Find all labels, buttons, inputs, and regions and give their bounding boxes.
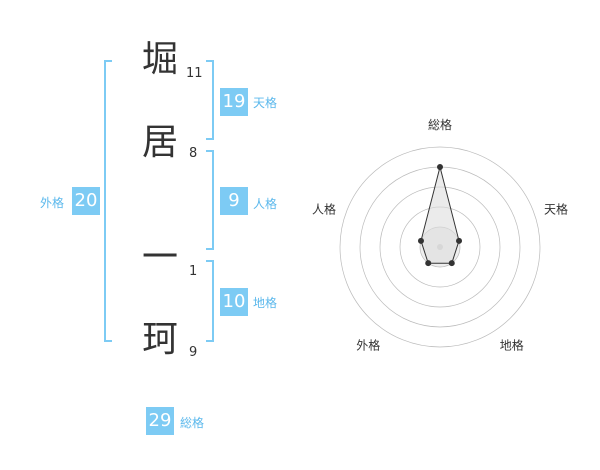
stroke-count-3: 1 — [189, 264, 198, 279]
chikaku-bracket — [206, 260, 214, 342]
radar-axis-label: 総格 — [428, 117, 452, 132]
radar-polygon — [420, 166, 460, 264]
jinkaku-label: 人格 — [253, 197, 278, 211]
radar-ring-5 — [339, 146, 541, 348]
gaikaku-bracket — [104, 60, 112, 342]
stroke-count-2: 8 — [189, 146, 198, 161]
jinkaku-value: 9 — [220, 187, 248, 215]
name-char-2: 居 — [141, 122, 178, 163]
radar-point — [448, 260, 455, 267]
name-char-1: 堀 — [141, 39, 178, 80]
soukaku-value: 29 — [146, 407, 174, 435]
radar-axis-label: 外格 — [356, 338, 380, 353]
stroke-count-1: 11 — [186, 66, 203, 81]
chikaku-value: 10 — [220, 288, 248, 316]
gaikaku-label: 外格 — [40, 196, 65, 210]
tenkaku-value: 19 — [220, 88, 248, 116]
radar-axis-label: 人格 — [312, 201, 336, 216]
name-char-4: 珂 — [141, 319, 178, 360]
stroke-count-4: 9 — [189, 345, 198, 360]
tenkaku-bracket — [206, 60, 214, 140]
name-char-3: 一 — [141, 237, 178, 278]
radar-point — [437, 164, 443, 170]
radar-point — [417, 237, 424, 244]
jinkaku-bracket — [206, 150, 214, 250]
radar-point — [425, 260, 432, 267]
radar-axis-label: 地格 — [500, 338, 524, 353]
gaikaku-value: 20 — [72, 187, 100, 215]
soukaku-label: 総格 — [180, 416, 205, 430]
radar-points — [417, 164, 463, 267]
chikaku-label: 地格 — [253, 296, 278, 310]
radar-axis-label: 天格 — [544, 201, 568, 216]
tenkaku-label: 天格 — [253, 96, 278, 110]
radar-point — [456, 237, 463, 244]
